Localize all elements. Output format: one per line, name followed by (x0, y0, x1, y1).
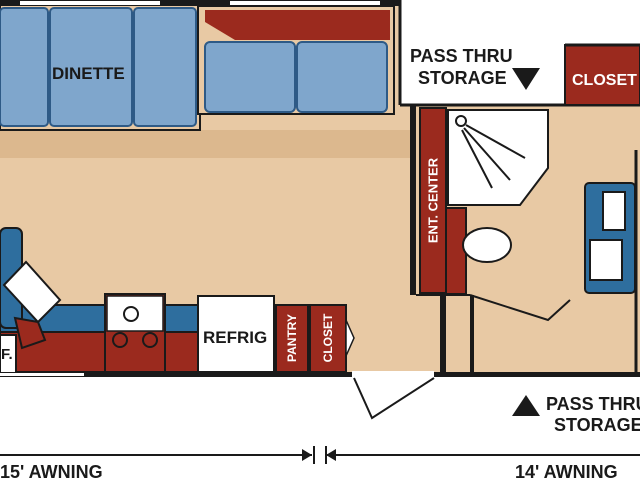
dinette-cushion-1 (0, 7, 49, 127)
pass-thru-storage-top-box (400, 0, 570, 105)
slide-out-floor (0, 130, 410, 158)
window-top-right (230, 1, 380, 5)
ent-center-cabinet (419, 107, 447, 294)
pass-thru-storage-top-line1: PASS THRU (410, 46, 513, 66)
storage-arrow-up-icon (512, 395, 540, 416)
storage-arrow-down-icon (512, 68, 540, 90)
pass-thru-storage-bottom-line1: PASS THRU (546, 394, 640, 414)
pantry-cabinet (275, 304, 309, 373)
shower-head-icon (455, 115, 467, 127)
pantry-label: PANTRY (285, 314, 299, 362)
stove-top (106, 295, 164, 332)
closet-top-label: CLOSET (572, 72, 637, 89)
closet-top-box (564, 44, 640, 106)
pass-thru-storage-bottom-line2: STORAGE (554, 415, 640, 435)
refrig-label: REFRIG (203, 328, 268, 347)
ref-partial-label: F. (1, 346, 13, 363)
awning-right-label: 14' AWNING (515, 462, 618, 482)
entry-door-gap (352, 371, 434, 378)
vanity-cabinet (445, 207, 467, 295)
sofa-back (205, 10, 390, 40)
bath-partition (410, 105, 416, 295)
dinette-cushion-3 (133, 7, 197, 127)
ent-center-label: ENT. CENTER (425, 157, 441, 244)
dinette-label: DINETTE (52, 64, 125, 83)
corner-recliner (2, 260, 62, 324)
closet-cabinet (309, 304, 347, 373)
dinette-cushion-2 (49, 7, 133, 127)
awning-left-label: 15' AWNING (0, 462, 103, 482)
sofa-seat-1 (204, 41, 296, 113)
bath-door-swing (469, 294, 571, 322)
window-top-left (20, 1, 160, 5)
shower (447, 109, 549, 206)
burner-icon (123, 306, 139, 322)
pass-thru-storage-top-line2: STORAGE (418, 68, 507, 88)
bottom-wall (0, 372, 640, 377)
window-bottom-left (0, 373, 84, 376)
toilet-icon (589, 239, 623, 281)
entry-door-swing (353, 377, 435, 420)
top-wall (0, 0, 410, 6)
closet-vertical-label: CLOSET (321, 313, 335, 363)
sink-icon (462, 227, 512, 263)
sofa-seat-2 (296, 41, 388, 113)
